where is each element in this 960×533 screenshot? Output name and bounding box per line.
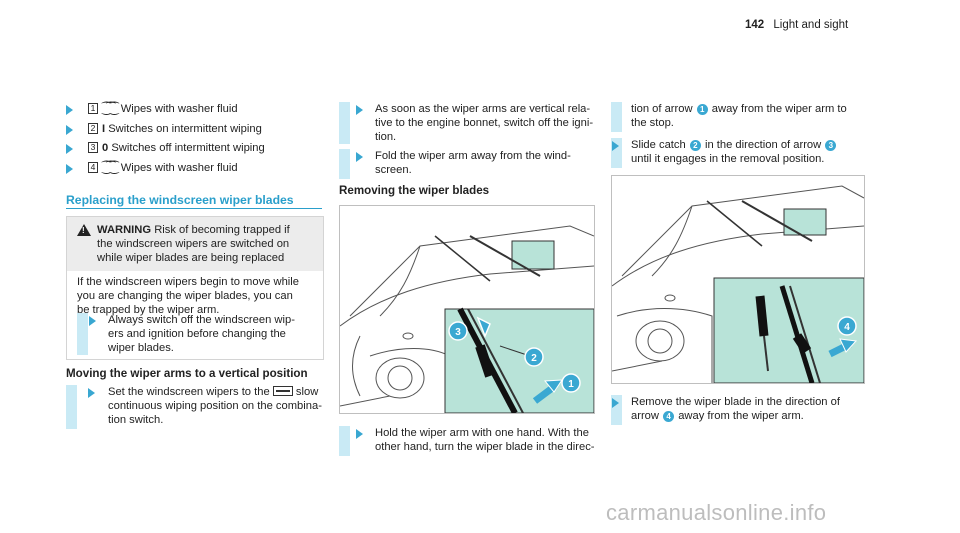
removing-title: Removing the wiper blades [339, 184, 490, 197]
page-number: 142 [745, 19, 765, 31]
section-name: Light and sight [773, 19, 849, 31]
washer-fluid-icon: ⁐͡⁐ [102, 103, 119, 115]
step-arrow-icon [66, 125, 73, 135]
svg-text:2: 2 [531, 353, 537, 364]
slow-wipe-icon [272, 386, 293, 396]
step-arrow-icon [89, 316, 96, 326]
step-arrow-icon [356, 105, 363, 115]
callout-1: 1 [561, 373, 581, 393]
ref-4: 4 [663, 411, 675, 422]
svg-text:1: 1 [568, 379, 574, 390]
ref-3: 3 [825, 140, 837, 151]
key-1: 1 [88, 103, 98, 114]
warning-label: WARNING [97, 224, 152, 236]
warning-header: ! WARNING Risk of becoming trapped if th… [67, 217, 323, 271]
ref-1: 1 [696, 104, 708, 115]
step-arrow-icon [612, 141, 619, 151]
wiper-figure-2: 4 [611, 175, 865, 384]
step-arrow-icon [66, 164, 73, 174]
washer-fluid-icon: ⁐͡⁐ [102, 162, 119, 174]
warning-triangle-icon: ! [77, 224, 91, 236]
svg-text:4: 4 [844, 322, 850, 333]
step-arrow-icon [66, 144, 73, 154]
step-arrow-icon [356, 429, 363, 439]
step-arrow-icon [66, 105, 73, 115]
step-arrow-icon [88, 388, 95, 398]
watermark: carmanualsonline.info [606, 500, 827, 525]
section-title: Replacing the windscreen wiper blades [66, 193, 294, 207]
svg-text:3: 3 [455, 327, 461, 338]
warning-body: If the windscreen wipers begin to move w… [77, 276, 299, 316]
wiper-figure-1: 3 2 1 [339, 205, 595, 414]
ref-2: 2 [689, 140, 701, 151]
callout-4: 4 [837, 316, 857, 336]
subsection-title: Moving the wiper arms to a vertical posi… [66, 367, 308, 380]
callout-2: 2 [524, 347, 544, 367]
page-header: 142 Light and sight [745, 18, 848, 32]
warning-box: ! WARNING Risk of becoming trapped if th… [66, 216, 324, 360]
step-arrow-icon [356, 152, 363, 162]
step-arrow-icon [612, 398, 619, 408]
car-wiper-illustration-2: 4 [612, 185, 864, 383]
car-wiper-illustration: 3 2 1 [340, 225, 594, 413]
section-divider [66, 208, 322, 209]
callout-3: 3 [448, 321, 468, 341]
